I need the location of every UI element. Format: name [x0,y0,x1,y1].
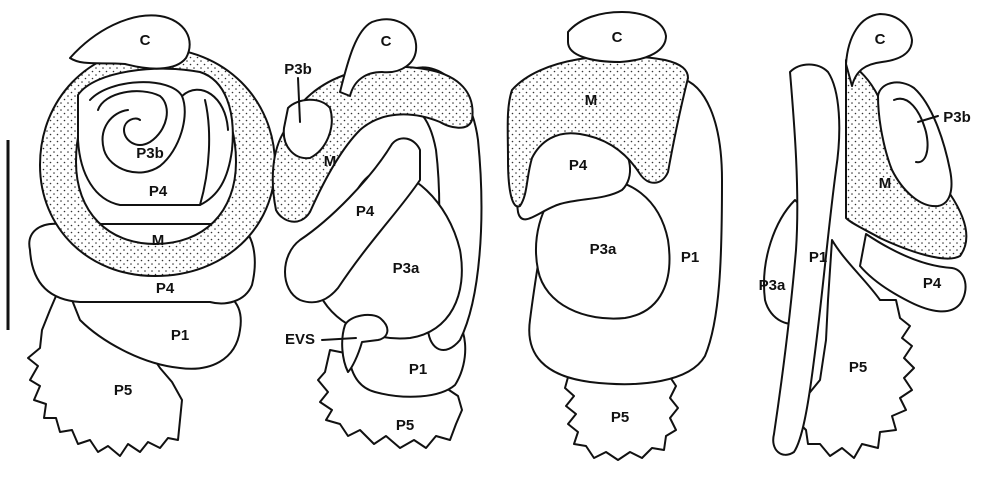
view1-label-m: M [152,232,165,249]
view4-label-p4: P4 [923,275,942,292]
view2-label-p5: P5 [396,417,414,434]
view3-label-p5: P5 [611,409,629,426]
view4-label-p1: P1 [809,249,827,266]
view2-label-c: C [381,33,392,50]
view1-label-p4-inner: P4 [149,183,168,200]
view3-label-m: M [585,92,598,109]
view-2: C P3b M P4 P3a EVS P1 P5 [273,19,482,448]
view2-label-m: M [324,153,337,170]
view3-label-p4: P4 [569,157,588,174]
view1-label-p3b: P3b [136,145,164,162]
view1-c-shape [70,15,190,68]
view4-label-p5: P5 [849,359,867,376]
view1-label-p4: P4 [156,280,175,297]
view2-label-p1: P1 [409,361,427,378]
view2-label-evs: EVS [285,331,315,348]
view2-label-p3a: P3a [393,260,420,277]
view4-c-shape [846,14,912,86]
view3-label-p3a: P3a [590,241,617,258]
view3-label-p1: P1 [681,249,699,266]
view2-label-p4: P4 [356,203,375,220]
view1-label-c: C [140,32,151,49]
view2-label-p3b: P3b [284,61,312,78]
view-1: C P3b P4 M P4 P1 P5 [28,15,275,456]
view4-label-c: C [875,31,886,48]
view4-label-p3b: P3b [943,109,971,126]
view4-label-p3a: P3a [759,277,786,294]
view1-label-p1: P1 [171,327,189,344]
view1-label-p5: P5 [114,382,132,399]
view-4: C P3b M P1 P3a P4 P5 [759,14,971,458]
view3-label-c: C [612,29,623,46]
view-3: C M P4 P3a P1 P5 [508,12,722,460]
view4-label-m: M [879,175,892,192]
